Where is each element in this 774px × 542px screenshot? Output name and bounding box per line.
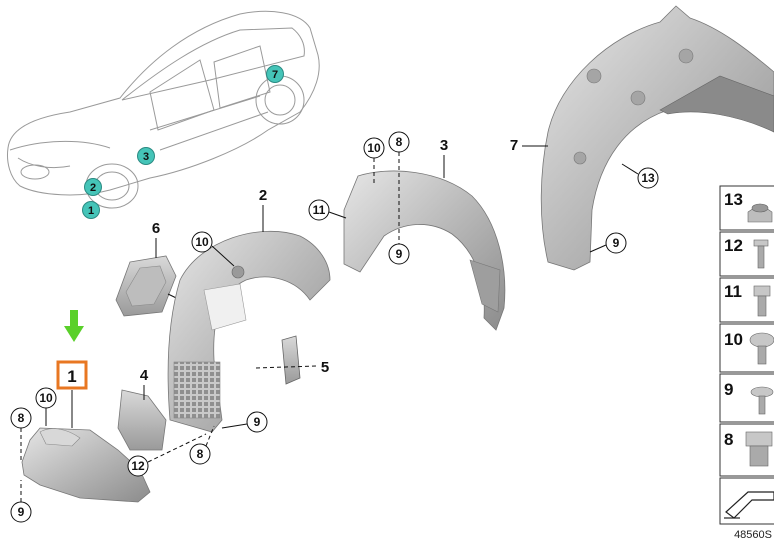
callout-circle-8-mid[interactable]: 8 — [189, 443, 211, 465]
callout-2[interactable]: 2 — [259, 187, 267, 204]
callout-3[interactable]: 3 — [440, 137, 448, 154]
part-6-shape[interactable] — [115, 255, 177, 317]
svg-text:9: 9 — [396, 247, 403, 261]
svg-text:10: 10 — [39, 391, 53, 405]
reference-number: 48560S — [734, 529, 772, 541]
callout-circle-10-mid[interactable]: 10 — [191, 231, 213, 253]
part-7-shape[interactable] — [540, 5, 774, 271]
svg-text:9: 9 — [18, 505, 25, 519]
part-3-shape[interactable] — [343, 170, 506, 331]
fastener-label-8[interactable]: 8 — [724, 430, 733, 449]
vehicle-marker-2-label: 2 — [90, 182, 96, 194]
callout-circle-9-left[interactable]: 9 — [10, 501, 32, 523]
callout-circle-9-top[interactable]: 9 — [388, 243, 410, 265]
vehicle-marker-3-label: 3 — [143, 151, 149, 163]
fastener-label-12[interactable]: 12 — [724, 236, 743, 255]
callout-circle-9-mid[interactable]: 9 — [246, 411, 268, 433]
callout-6[interactable]: 6 — [152, 220, 160, 237]
callout-circle-13-right[interactable]: 13 — [637, 167, 659, 189]
callout-circle-8-top[interactable]: 8 — [388, 131, 410, 153]
svg-text:10: 10 — [195, 235, 209, 249]
fastener-label-13[interactable]: 13 — [724, 190, 743, 209]
callout-circle-8-left[interactable]: 8 — [10, 407, 32, 429]
vehicle-marker-7[interactable]: 7 — [266, 65, 284, 83]
part-4-shape[interactable] — [117, 389, 167, 451]
fastener-9-icon — [750, 386, 774, 415]
svg-text:8: 8 — [18, 411, 25, 425]
vehicle-marker-3[interactable]: 3 — [137, 147, 155, 165]
svg-text:8: 8 — [197, 447, 204, 461]
svg-text:13: 13 — [641, 171, 655, 185]
svg-text:8: 8 — [396, 135, 403, 149]
svg-text:9: 9 — [613, 236, 620, 250]
fastener-table — [719, 185, 774, 525]
callout-7[interactable]: 7 — [510, 137, 518, 154]
fastener-label-9[interactable]: 9 — [724, 380, 733, 399]
fastener-label-11[interactable]: 11 — [724, 282, 742, 301]
vehicle-marker-2[interactable]: 2 — [84, 178, 102, 196]
arrow-direction-icon — [724, 491, 774, 519]
svg-text:12: 12 — [131, 459, 145, 473]
green-down-arrow-icon — [64, 310, 84, 342]
part-5-shape[interactable] — [281, 335, 301, 385]
part-2-shape[interactable] — [167, 230, 331, 433]
vehicle-marker-1[interactable]: 1 — [82, 201, 100, 219]
fastener-8-icon — [745, 431, 773, 467]
callout-5[interactable]: 5 — [321, 359, 329, 376]
callout-circle-10-left[interactable]: 10 — [35, 387, 57, 409]
callout-circle-10-top[interactable]: 10 — [363, 137, 385, 159]
vehicle-outline — [7, 10, 320, 209]
fastener-13-icon — [747, 203, 773, 223]
callout-circle-11-top[interactable]: 11 — [308, 199, 330, 221]
vehicle-marker-1-label: 1 — [88, 205, 94, 217]
callout-circle-12-mid[interactable]: 12 — [127, 455, 149, 477]
selected-part-callout[interactable]: 1 — [56, 360, 88, 390]
part-1-shape[interactable] — [21, 427, 151, 503]
svg-text:11: 11 — [313, 203, 326, 217]
vehicle-marker-7-label: 7 — [272, 69, 278, 81]
svg-text:9: 9 — [254, 415, 261, 429]
callout-circle-9-right[interactable]: 9 — [605, 232, 627, 254]
fastener-label-10[interactable]: 10 — [724, 330, 743, 349]
fastener-12-icon — [753, 239, 769, 269]
svg-text:10: 10 — [367, 141, 381, 155]
selected-part-label: 1 — [67, 367, 76, 386]
fastener-10-icon — [749, 332, 774, 365]
fastener-11-icon — [753, 285, 771, 317]
callout-4[interactable]: 4 — [140, 367, 149, 384]
